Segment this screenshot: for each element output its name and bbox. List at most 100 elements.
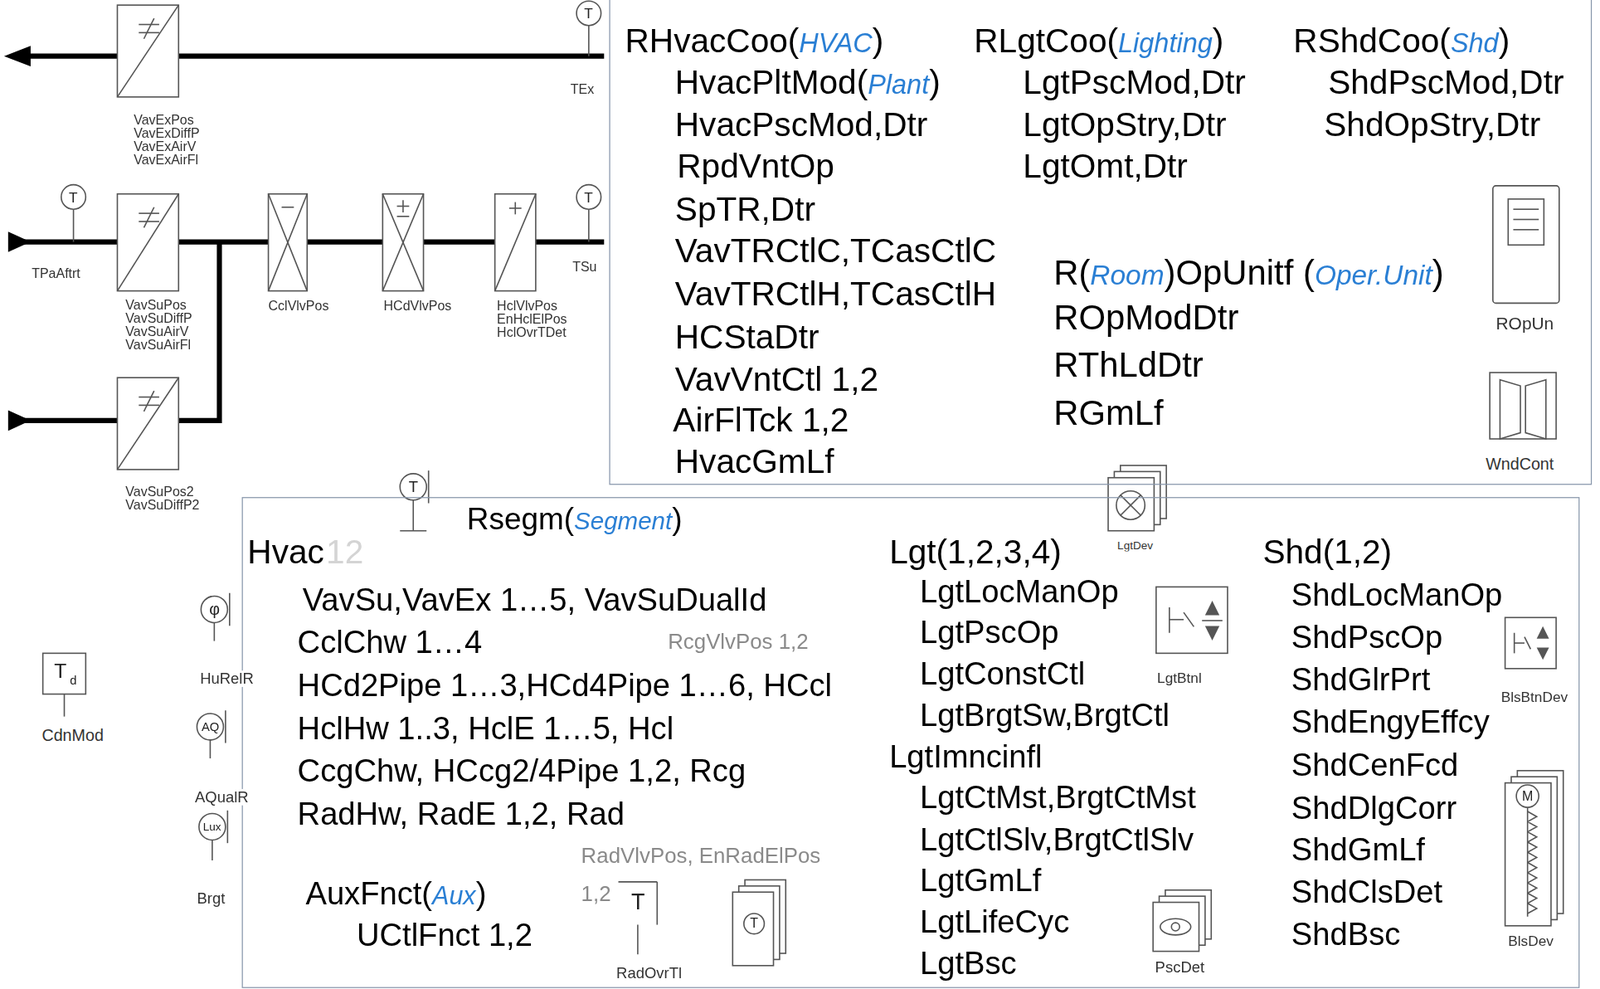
function-label: ShdOpStry,Dtr — [1323, 104, 1541, 144]
text-part: ) — [1498, 20, 1511, 59]
text-part: CclChw 1…4 — [297, 623, 483, 660]
button-device — [1505, 617, 1557, 669]
signal-label: HuRelR — [199, 670, 255, 687]
text-part: RadHw, RadE 1,2, Rad — [297, 795, 625, 832]
damper-symbol — [143, 18, 154, 39]
window-contact — [1489, 372, 1557, 439]
text-part: VavSu,VavEx 1…5, VavSuDualId — [302, 581, 768, 618]
function-label: LgtPscMod,Dtr — [1022, 63, 1245, 103]
text-part: RThLdDtr — [1053, 345, 1204, 385]
function-label: RGmLf — [1053, 393, 1163, 433]
signal-label: CdnMod — [40, 726, 105, 745]
text-part: Plant — [867, 68, 929, 100]
signal-label: VavSuPos — [124, 297, 188, 313]
coil-symbol — [382, 194, 424, 292]
function-label: LgtCtMst,BrgtCtMst — [919, 778, 1197, 816]
signal-label: TEx — [568, 82, 595, 98]
coil-symbol — [268, 194, 308, 292]
signal-label: BlsDev — [1507, 933, 1555, 949]
coil-symbol — [268, 194, 536, 292]
function-label: HCd2Pipe 1…3,HCd4Pipe 1…6, HCcl — [297, 666, 832, 704]
function-label: LgtOmt,Dtr — [1022, 146, 1188, 186]
text-part: ShdGmLf — [1291, 831, 1425, 867]
text-part: HVAC — [798, 27, 872, 59]
text-part: RShdCoo — [1293, 20, 1440, 59]
signal-label: T — [630, 889, 647, 915]
text-part: ShdClsDet — [1291, 873, 1443, 910]
function-label: ShdClsDet — [1291, 873, 1443, 910]
text-part: ( — [1439, 20, 1451, 59]
text-part: ( — [856, 63, 869, 102]
duct-arrow — [4, 45, 31, 431]
function-label: ShdGmLf — [1291, 831, 1425, 868]
text-part: ShdGlrPrt — [1291, 661, 1430, 697]
function-label: RHvacCoo(HVAC) — [625, 20, 885, 60]
function-label: LgtGmLf — [919, 861, 1041, 899]
text-part: Aux — [432, 881, 477, 910]
radiator-sensor — [744, 913, 765, 934]
text-part: ( — [1106, 20, 1119, 59]
text-part: ShdCenFcd — [1291, 746, 1459, 783]
function-label: LgtConstCtl — [919, 656, 1085, 693]
signal-label: VavExPos — [132, 113, 195, 129]
radiator-sensor — [732, 891, 774, 966]
text-part: VavVntCtl 1,2 — [675, 359, 879, 399]
radiator-sensor — [618, 879, 787, 965]
temperature-sensor — [61, 0, 602, 531]
text-part: HvacPscMod,Dtr — [675, 104, 929, 143]
blind-device — [1505, 782, 1552, 926]
text-part: LgtBrgtSw,BrgtCtl — [919, 696, 1170, 733]
presence-detector — [1152, 902, 1199, 952]
signal-label: VavSuAirV — [124, 324, 190, 340]
room-sensor — [211, 839, 214, 861]
radiator-sensor — [618, 880, 658, 883]
function-label: HclHw 1..3, HclE 1…5, Hcl — [297, 710, 675, 747]
text-part: ) — [928, 63, 941, 102]
damper-symbol — [138, 396, 160, 399]
function-label: HvacPltMod(Plant) — [675, 63, 941, 103]
presence-detector — [1171, 922, 1180, 931]
button-device — [1537, 647, 1548, 658]
text-part: Shd — [1450, 27, 1499, 59]
function-label: VavTRCtlH,TCasCtlH — [675, 273, 997, 313]
function-label: RadVlvPos, EnRadElPos 1,2 — [581, 835, 837, 913]
room-sensor — [209, 739, 212, 759]
function-label: LgtCtlSlv,BrgtCtlSlv — [919, 821, 1194, 858]
temperature-sensor — [399, 473, 427, 501]
text-part: ( — [564, 502, 574, 537]
function-label: RpdVntOp — [676, 146, 835, 186]
text-part: OpUnitf — [1176, 252, 1304, 292]
signal-label: Brgt — [195, 889, 226, 906]
function-label: LgtBrgtSw,BrgtCtl — [919, 696, 1170, 734]
text-part: ShdOpStry,Dtr — [1323, 104, 1541, 143]
text-part: RGmLf — [1053, 393, 1163, 433]
text-part: ( — [1078, 252, 1090, 292]
function-label: LgtLifeCyc — [919, 904, 1070, 941]
lighting-device — [1120, 495, 1142, 516]
function-label: RadHw, RadE 1,2, Rad — [297, 795, 625, 832]
function-label: RThLdDtr — [1053, 345, 1204, 385]
text-part: ShdPscOp — [1291, 618, 1443, 655]
button-device — [1514, 641, 1525, 644]
function-label: ShdEngyEffcy — [1291, 703, 1490, 740]
function-label: ShdGlrPrt — [1291, 661, 1430, 698]
function-label: LgtPscOp — [919, 613, 1059, 651]
text-part: ShdDlgCorr — [1291, 789, 1457, 826]
text-part: LgtImncinfl — [889, 738, 1042, 774]
text-part: ) — [476, 875, 487, 911]
segment-panel: Rsegm(Segment)Hvac12VavSu,VavEx 1…5, Vav… — [242, 496, 1581, 988]
window-contact — [1499, 379, 1521, 439]
text-part: Oper.Unit — [1314, 258, 1433, 291]
text-part: ( — [787, 20, 800, 59]
coil-symbol — [402, 199, 404, 213]
coil-symbol — [282, 206, 295, 209]
function-label: R(Room)OpUnitf (Oper.Unit) — [1053, 252, 1445, 293]
text-part: RpdVntOp — [676, 146, 835, 185]
signal-label: CclVlvPos — [267, 298, 330, 314]
function-label: Lgt(1,2,3,4) — [889, 532, 1062, 572]
coil-symbol — [397, 215, 410, 218]
text-part: LgtLifeCyc — [919, 904, 1070, 940]
blind-device — [1527, 811, 1537, 914]
damper-symbol — [138, 24, 160, 26]
room-sensor — [196, 713, 224, 740]
